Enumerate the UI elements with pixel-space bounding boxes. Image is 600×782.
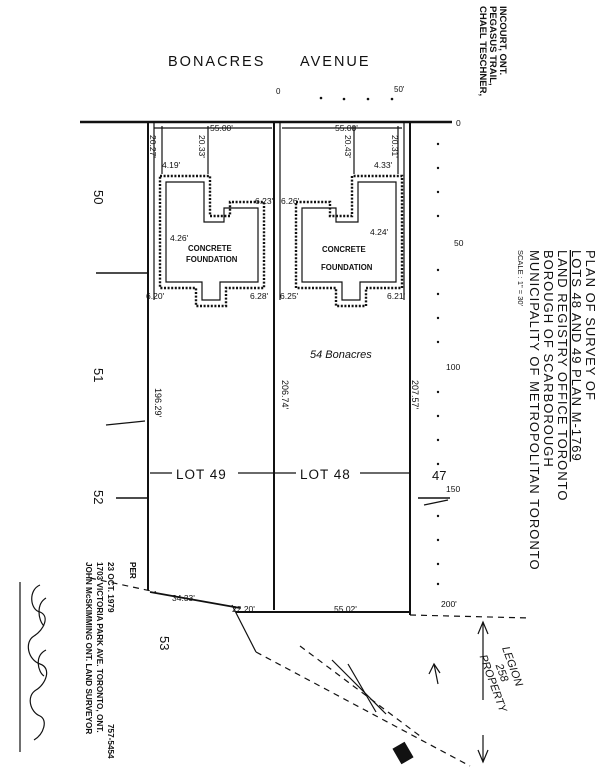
adjacent-lot-51: 51	[91, 368, 106, 382]
dotted-ruler: 0 50 100 150 200'	[436, 118, 464, 609]
scale-bar-end: 50'	[394, 85, 405, 94]
title-scale: SCALE : 1" = 30'	[516, 250, 525, 307]
street-name: BONACRES	[168, 54, 265, 70]
lot-49-label: LOT 49	[176, 467, 227, 482]
signature	[19, 582, 48, 752]
surveyor-stamp-top: CHAEL TESCHNER, PEGASUS TRAIL, INCOURT, …	[477, 6, 508, 96]
surveyor-line-1: JOHN McSKIMMING ONT. LAND SURVEYOR	[84, 562, 93, 734]
title-line-5: MUNICIPALITY OF METROPOLITAN TORONTO	[527, 250, 542, 571]
corner-marker	[392, 741, 414, 765]
stamp-line-3: INCOURT, ONT.	[497, 6, 508, 75]
rear-line-extension	[409, 614, 531, 619]
street-type: AVENUE	[300, 54, 371, 70]
handwritten-address: 54 Bonacres	[310, 349, 372, 361]
side-f1-right: 6.23'	[255, 196, 274, 206]
ruler-mark-50: 50	[454, 238, 464, 248]
title-line-3: LAND REGISTRY OFFICE TORONTO	[555, 250, 570, 501]
side-f1-top: 4.19'	[162, 160, 181, 170]
lot-boundaries	[96, 122, 450, 615]
side-f2-top: 4.33'	[374, 160, 393, 170]
scale-bar: 0 50'	[276, 85, 405, 101]
foundation-label-4: FOUNDATION	[321, 263, 373, 272]
ruler-mark-0: 0	[456, 118, 461, 128]
side-f2-mid: 4.24'	[370, 227, 389, 237]
adjacent-lot-52: 52	[91, 490, 106, 504]
stamp-line-1: CHAEL TESCHNER,	[477, 6, 488, 96]
adjacent-lot-53: 53	[157, 636, 172, 650]
title-line-2: LOTS 48 AND 49 PLAN M-1769	[569, 250, 584, 462]
adjacent-lot-50: 50	[91, 190, 106, 204]
foundation-label-2: FOUNDATION	[186, 255, 238, 264]
bottom-f1-right: 6.28'	[250, 291, 269, 301]
adjacent-lot-47: 47	[432, 468, 446, 483]
foundation-lot-48: CONCRETE FOUNDATION	[294, 174, 404, 308]
frontage-lot-49: 55.00'	[210, 123, 233, 133]
depth-lot48-right: 207.57'	[410, 380, 420, 410]
ruler-mark-200: 200'	[441, 599, 457, 609]
rear-lot49-b: 22.20'	[232, 604, 255, 614]
surveyor-line-2: 1703 VICTORIA PARK AVE. TORONTO, ONT.	[95, 562, 104, 733]
depth-lot49-left: 196.29'	[153, 388, 163, 418]
bottom-f1-left: 6.20'	[146, 291, 165, 301]
surveyor-block: JOHN McSKIMMING ONT. LAND SURVEYOR 1703 …	[84, 562, 137, 759]
setback-f2-right: 20.31'	[390, 135, 400, 158]
ruler-mark-150: 150	[446, 484, 460, 494]
setback-dimensions	[161, 126, 399, 174]
setback-f1-left: 20.27'	[148, 135, 158, 158]
bottom-f2-left: 6.25'	[280, 291, 299, 301]
foundation-lot-49: CONCRETE FOUNDATION	[158, 174, 266, 308]
surveyor-line-3: 23 OCT. 1979	[106, 562, 115, 613]
frontage-lot-48: 55.00'	[335, 123, 358, 133]
side-f1-mid: 4.26'	[170, 233, 189, 243]
surveyor-phone: 757-5454	[106, 724, 115, 759]
surveyor-per: PER	[128, 562, 137, 579]
title-line-1: PLAN OF SURVEY OF	[583, 250, 598, 401]
foundation-label-1: CONCRETE	[188, 244, 232, 253]
setback-f2-left: 20.43'	[343, 135, 353, 158]
bottom-f2-right: 6.21'	[387, 291, 406, 301]
rear-lot49-a: 34.33'	[172, 593, 195, 603]
scale-bar-start: 0	[276, 87, 281, 96]
foundation-label-3: CONCRETE	[322, 245, 366, 254]
lot-48-label: LOT 48	[300, 467, 351, 482]
rear-lot48: 55.02'	[334, 604, 357, 614]
rear-line-lot49	[149, 591, 241, 609]
setback-f1-right: 20.33'	[197, 135, 207, 158]
title-block: PLAN OF SURVEY OF LOTS 48 AND 49 PLAN M-…	[516, 250, 598, 571]
title-line-4: BOROUGH OF SCARBOROUGH	[541, 250, 556, 468]
ruler-mark-100: 100	[446, 362, 460, 372]
depth-lot49-right: 206.74'	[280, 380, 290, 410]
stamp-line-2: PEGASUS TRAIL,	[487, 6, 498, 86]
neighbor-label: LEGION 258 PROPERTY	[477, 645, 525, 715]
side-f2-left: 6.26'	[281, 196, 300, 206]
